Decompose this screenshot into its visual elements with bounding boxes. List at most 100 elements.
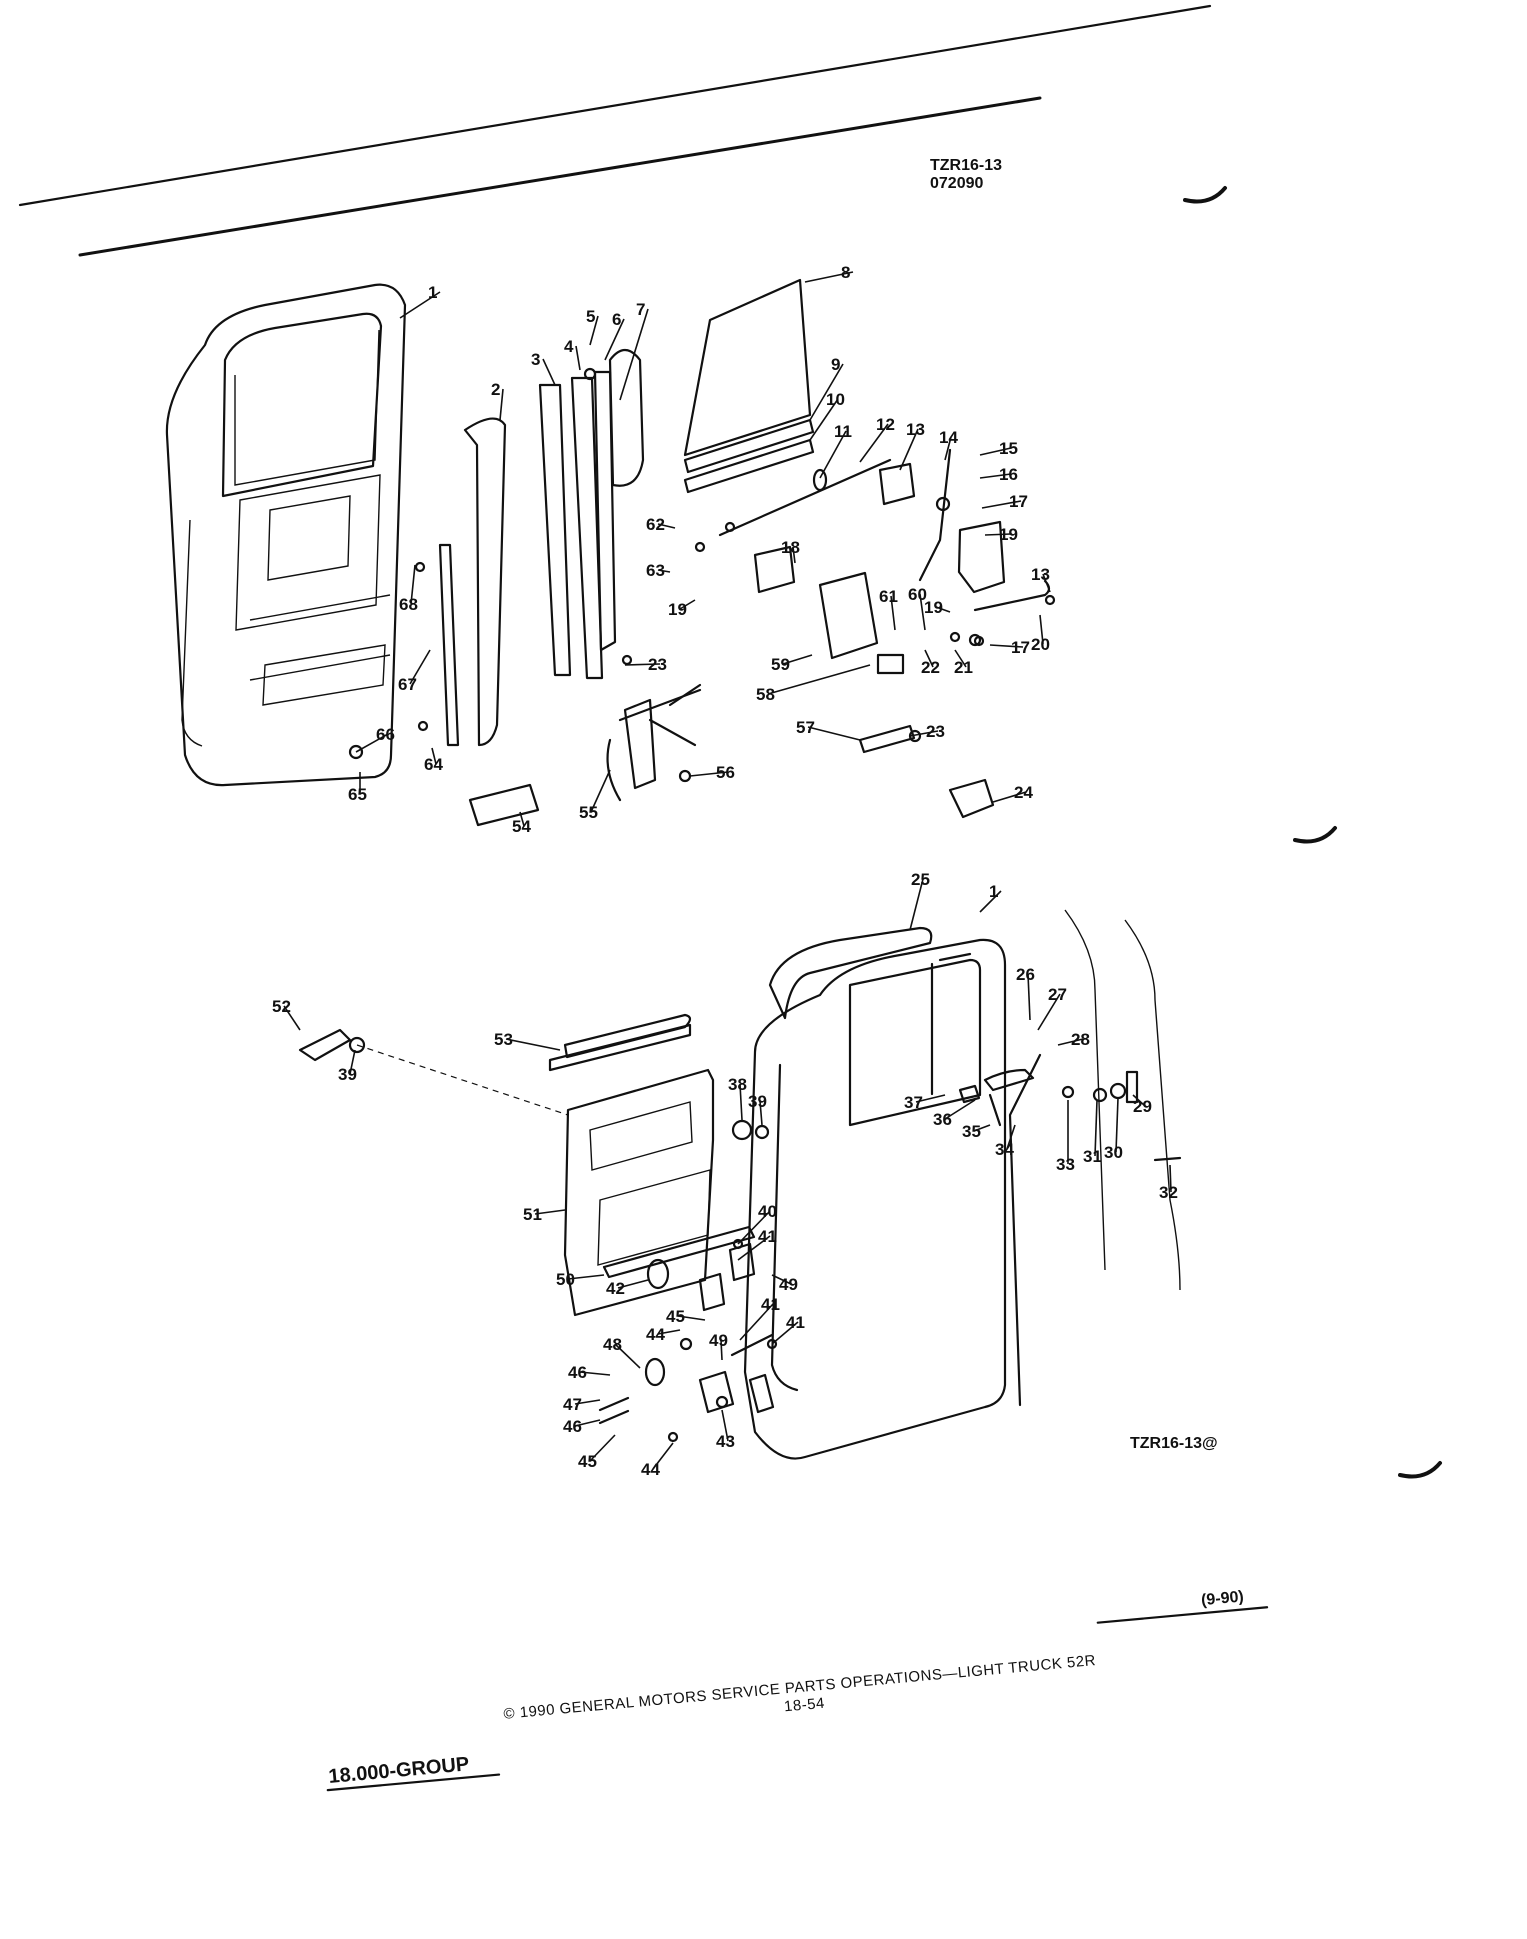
fastener <box>724 521 736 533</box>
fastener <box>678 769 692 783</box>
callout-leader <box>1037 993 1061 1031</box>
callout-number: 19 <box>924 598 943 617</box>
callout-leader <box>739 1303 774 1341</box>
handle-rod <box>988 1093 1002 1127</box>
callout-number: 26 <box>1016 965 1035 984</box>
callout-number: 51 <box>523 1205 542 1224</box>
binder-mark <box>1293 826 1337 844</box>
fastener <box>694 541 706 553</box>
striker-plate <box>1125 1070 1139 1104</box>
callout-number: 20 <box>1031 635 1050 654</box>
callout-leader <box>1042 573 1051 593</box>
callout-leader <box>283 1005 301 1031</box>
callout-leader <box>519 811 525 827</box>
callout-number: 5 <box>586 307 595 326</box>
callout-number: 34 <box>995 1140 1014 1159</box>
rod-grommet <box>812 468 828 492</box>
window-crank-handle <box>298 1028 352 1062</box>
door-latch <box>957 520 1006 594</box>
callout-leader <box>771 1274 792 1285</box>
fastener <box>348 744 364 760</box>
callout-leader <box>737 1210 771 1245</box>
door-glass <box>683 278 812 457</box>
callout-leader <box>604 318 625 361</box>
hinge-bushing <box>644 1357 666 1387</box>
page-edge-line <box>78 96 1042 257</box>
callout-leader <box>989 644 1024 648</box>
diagram-code: TZR16-13 <box>930 157 1002 174</box>
lock-cylinder <box>958 1084 981 1104</box>
callout-leader <box>782 654 813 665</box>
callout-leader <box>657 523 676 529</box>
callout-leader <box>992 791 1027 803</box>
callout-leader <box>677 1315 706 1321</box>
callout-leader <box>574 1399 601 1405</box>
callout-leader <box>657 569 671 573</box>
armrest <box>548 1023 692 1072</box>
callout-number: 8 <box>841 263 850 282</box>
callout-leader <box>759 1100 763 1126</box>
callout-leader <box>979 473 1012 479</box>
footer-rule <box>1096 1606 1269 1624</box>
callout-number: 1 <box>428 283 437 302</box>
callout-leader <box>979 890 1002 913</box>
callout-number: 9 <box>831 355 840 374</box>
callout-number: 55 <box>579 803 598 822</box>
check-link <box>730 1333 774 1357</box>
callout-number: 32 <box>1159 1183 1178 1202</box>
figure-reference: TZR16-13@ <box>1130 1435 1218 1452</box>
callout-leader <box>499 388 504 421</box>
callout-number: 33 <box>1056 1155 1075 1174</box>
callout-number: 4 <box>564 337 574 356</box>
callout-number: 24 <box>1014 783 1033 802</box>
callout-number: 13 <box>906 420 925 439</box>
callout-leader <box>771 1321 799 1345</box>
callout-leader <box>542 358 556 386</box>
outside-handle <box>983 1068 1035 1092</box>
callout-leader <box>505 1038 561 1051</box>
diagram-date: 072090 <box>930 175 983 192</box>
callout-number: 63 <box>646 561 665 580</box>
callout-number: 22 <box>921 658 940 677</box>
callout-leader <box>919 593 926 631</box>
callout-number: 66 <box>376 725 395 744</box>
callout-leader <box>807 726 861 741</box>
callout-number: 45 <box>666 1307 685 1326</box>
callout-number: 62 <box>646 515 665 534</box>
door-hinge <box>748 1373 775 1414</box>
callout-number: 39 <box>338 1065 357 1084</box>
callout-number: 39 <box>748 1092 767 1111</box>
body-pillar <box>1064 909 1181 1291</box>
callout-number: 68 <box>399 595 418 614</box>
callout-leader <box>689 771 729 777</box>
window-channel <box>463 417 507 747</box>
callout-leader <box>915 1094 946 1103</box>
callout-leader <box>590 769 611 813</box>
callout-leader <box>1039 614 1044 645</box>
callout-number: 23 <box>926 722 945 741</box>
lock-rod <box>973 579 1051 612</box>
callout-leader <box>410 564 416 605</box>
lock-assembly <box>753 545 796 594</box>
callout-number: 3 <box>531 350 540 369</box>
door-hinge <box>698 1370 735 1414</box>
callout-number: 44 <box>641 1460 660 1479</box>
callout-leader <box>809 363 844 421</box>
page-footer: © 1990 GENERAL MOTORS SERVICE PARTS OPER… <box>326 1588 1269 1792</box>
callout-number: 6 <box>612 310 621 329</box>
glass-run-channel <box>538 383 572 677</box>
callout-leader <box>944 436 952 461</box>
callout-leader <box>737 1235 771 1261</box>
callout-number: 1 <box>989 882 998 901</box>
fastener <box>949 631 961 643</box>
callout-number: 12 <box>876 415 895 434</box>
door-inner-panel <box>165 283 407 787</box>
callout-leader <box>579 1371 611 1376</box>
callout-number: 52 <box>272 997 291 1016</box>
callout-leader <box>567 1274 605 1280</box>
callout-number: 15 <box>999 439 1018 458</box>
callout-number: 16 <box>999 465 1018 484</box>
callout-leader <box>767 664 871 695</box>
